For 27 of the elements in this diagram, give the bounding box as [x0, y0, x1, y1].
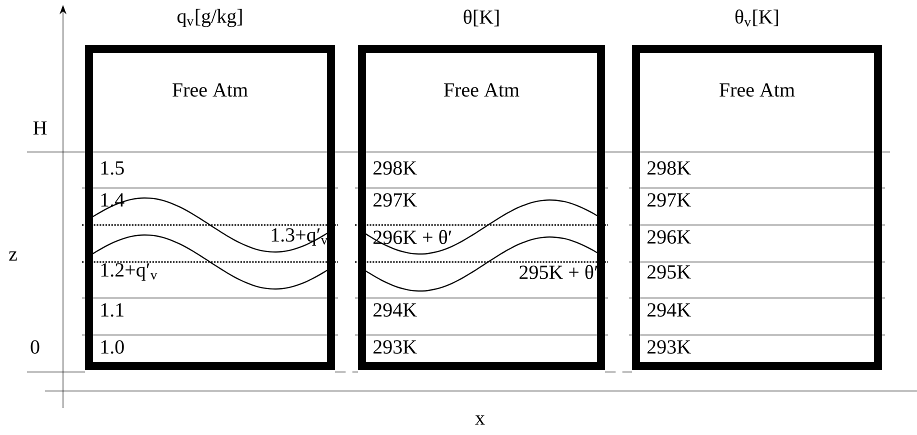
region-label: Free Atm [444, 83, 520, 97]
axis-label: z [9, 251, 17, 261]
layer-value: 298K [373, 161, 417, 175]
axis-label: 0 [30, 340, 40, 354]
layer-value: 1.2+q′$_{v}$ [101, 263, 158, 281]
layer-value: 295K [647, 265, 691, 279]
layer-value: 297K [647, 193, 691, 207]
layer-value: 293K [647, 340, 691, 354]
column-heading: θ[K] [464, 10, 499, 26]
layer-value: 294K [647, 303, 691, 317]
axis-label: x [475, 415, 485, 425]
layer-value: 294K [373, 303, 417, 317]
column-heading: θ$_{v}$[K] [735, 10, 778, 26]
layer-value: 295K + θ′ [520, 264, 598, 280]
layer-value: 293K [373, 340, 417, 354]
layer-value: 1.3+q′$_{v}$ [272, 228, 328, 246]
layer-value: 296K [647, 230, 691, 244]
axis-label: H [33, 121, 47, 135]
region-label: Free Atm [720, 83, 795, 97]
layer-value: 296K + θ′ [373, 230, 452, 244]
layer-value: 297K [373, 193, 417, 207]
layer-value: 298K [647, 161, 691, 175]
region-label: Free Atm [172, 83, 248, 97]
layer-value: 1.0 [101, 340, 124, 354]
layer-value: 1.5 [101, 161, 124, 175]
layer-value: 1.1 [101, 303, 124, 317]
column-heading: q$_{v}$[g/kg] [177, 8, 242, 28]
